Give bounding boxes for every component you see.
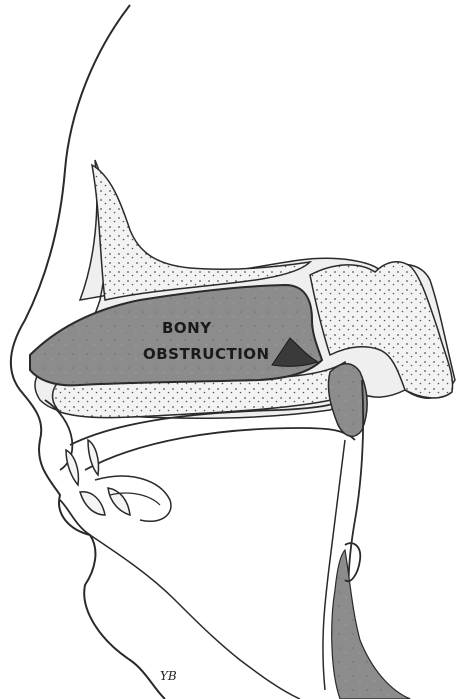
lower-teeth (80, 488, 130, 515)
label-bony: BONY (162, 319, 212, 337)
nasopharynx (328, 364, 367, 437)
oropharynx (332, 550, 410, 699)
upper-teeth (66, 440, 99, 485)
artist-initials: YB (160, 669, 177, 683)
tongue-dorsum-line (85, 428, 355, 470)
tongue-underside (95, 476, 171, 521)
label-obstruction: OBSTRUCTION (143, 345, 270, 363)
chin-neck-line (90, 535, 300, 699)
